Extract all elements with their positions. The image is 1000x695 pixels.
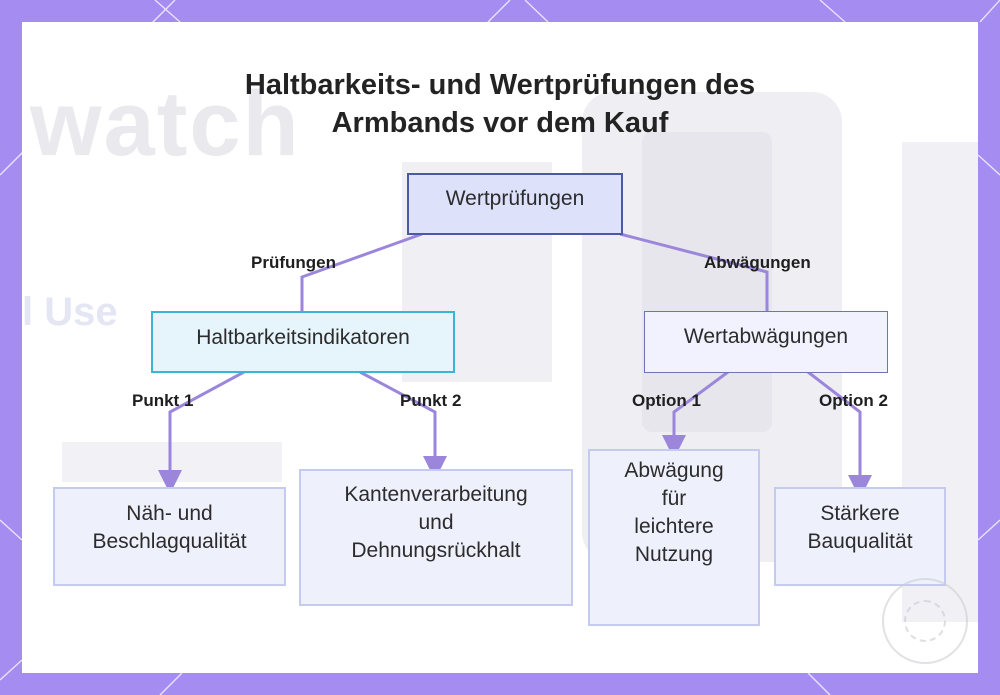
edge-value-leaf3 xyxy=(662,370,729,459)
node-label-line: Bauqualität xyxy=(807,530,913,553)
node-label-line: Nutzung xyxy=(634,543,714,566)
title-line-2: Armbands vor dem Kauf xyxy=(331,107,669,139)
node-haltbarkeitsindikatoren: Haltbarkeitsindikatoren xyxy=(151,311,455,373)
node-label-line: leichtere xyxy=(634,515,714,538)
node-label: Haltbarkeitsindikatoren xyxy=(196,326,410,349)
node-wertpruefungen: Wertprüfungen xyxy=(407,173,623,235)
edge-durability-leaf1 xyxy=(158,370,245,494)
edge-label-punkt-2: Punkt 2 xyxy=(400,391,462,410)
edge-root-durability xyxy=(300,232,423,313)
node-staerkere-bauqualitaet: Stärkere Bauqualität xyxy=(774,487,946,586)
node-label-line: Dehnungsrückhalt xyxy=(351,539,521,562)
edge-label-punkt-1: Punkt 1 xyxy=(132,391,194,410)
node-leichtere-nutzung: Abwägung für leichtere Nutzung xyxy=(588,449,760,626)
node-label: Wertprüfungen xyxy=(445,187,585,210)
edge-durability-leaf2 xyxy=(359,370,447,480)
edge-label-option-2: Option 2 xyxy=(819,391,888,410)
diagram-panel: watch l Use Haltbarkeits- und Wertprüfun… xyxy=(22,22,978,673)
node-label-line: Kantenverarbeitung xyxy=(344,483,528,506)
edge-label-abwaegungen: Abwägungen xyxy=(704,253,811,272)
node-label-line: Näh- und xyxy=(126,502,213,525)
background-word-2: l Use xyxy=(22,290,118,334)
edge-value-leaf4 xyxy=(807,370,872,499)
watermark-seal-icon xyxy=(882,578,968,664)
background-word: watch xyxy=(30,73,301,175)
node-label-line: Abwägung xyxy=(624,459,724,482)
edge-label-pruefungen: Prüfungen xyxy=(251,253,336,272)
connectors xyxy=(158,232,872,499)
node-label-line: für xyxy=(661,487,687,510)
node-wertabwaegungen: Wertabwägungen xyxy=(644,311,888,373)
node-label: Wertabwägungen xyxy=(683,325,849,348)
node-kantenverarbeitung: Kantenverarbeitung und Dehnungsrückhalt xyxy=(299,469,573,606)
node-label-line: und xyxy=(418,511,454,534)
edge-root-value xyxy=(619,232,769,313)
diagram-title: Haltbarkeits- und Wertprüfungen des Armb… xyxy=(22,66,978,142)
edge-label-option-1: Option 1 xyxy=(632,391,701,410)
node-naeh-beschlagqualitaet: Näh- und Beschlagqualität xyxy=(53,487,286,586)
node-label-line: Stärkere xyxy=(820,502,900,525)
title-line-1: Haltbarkeits- und Wertprüfungen des xyxy=(244,69,756,101)
node-label-line: Beschlagqualität xyxy=(92,530,247,553)
